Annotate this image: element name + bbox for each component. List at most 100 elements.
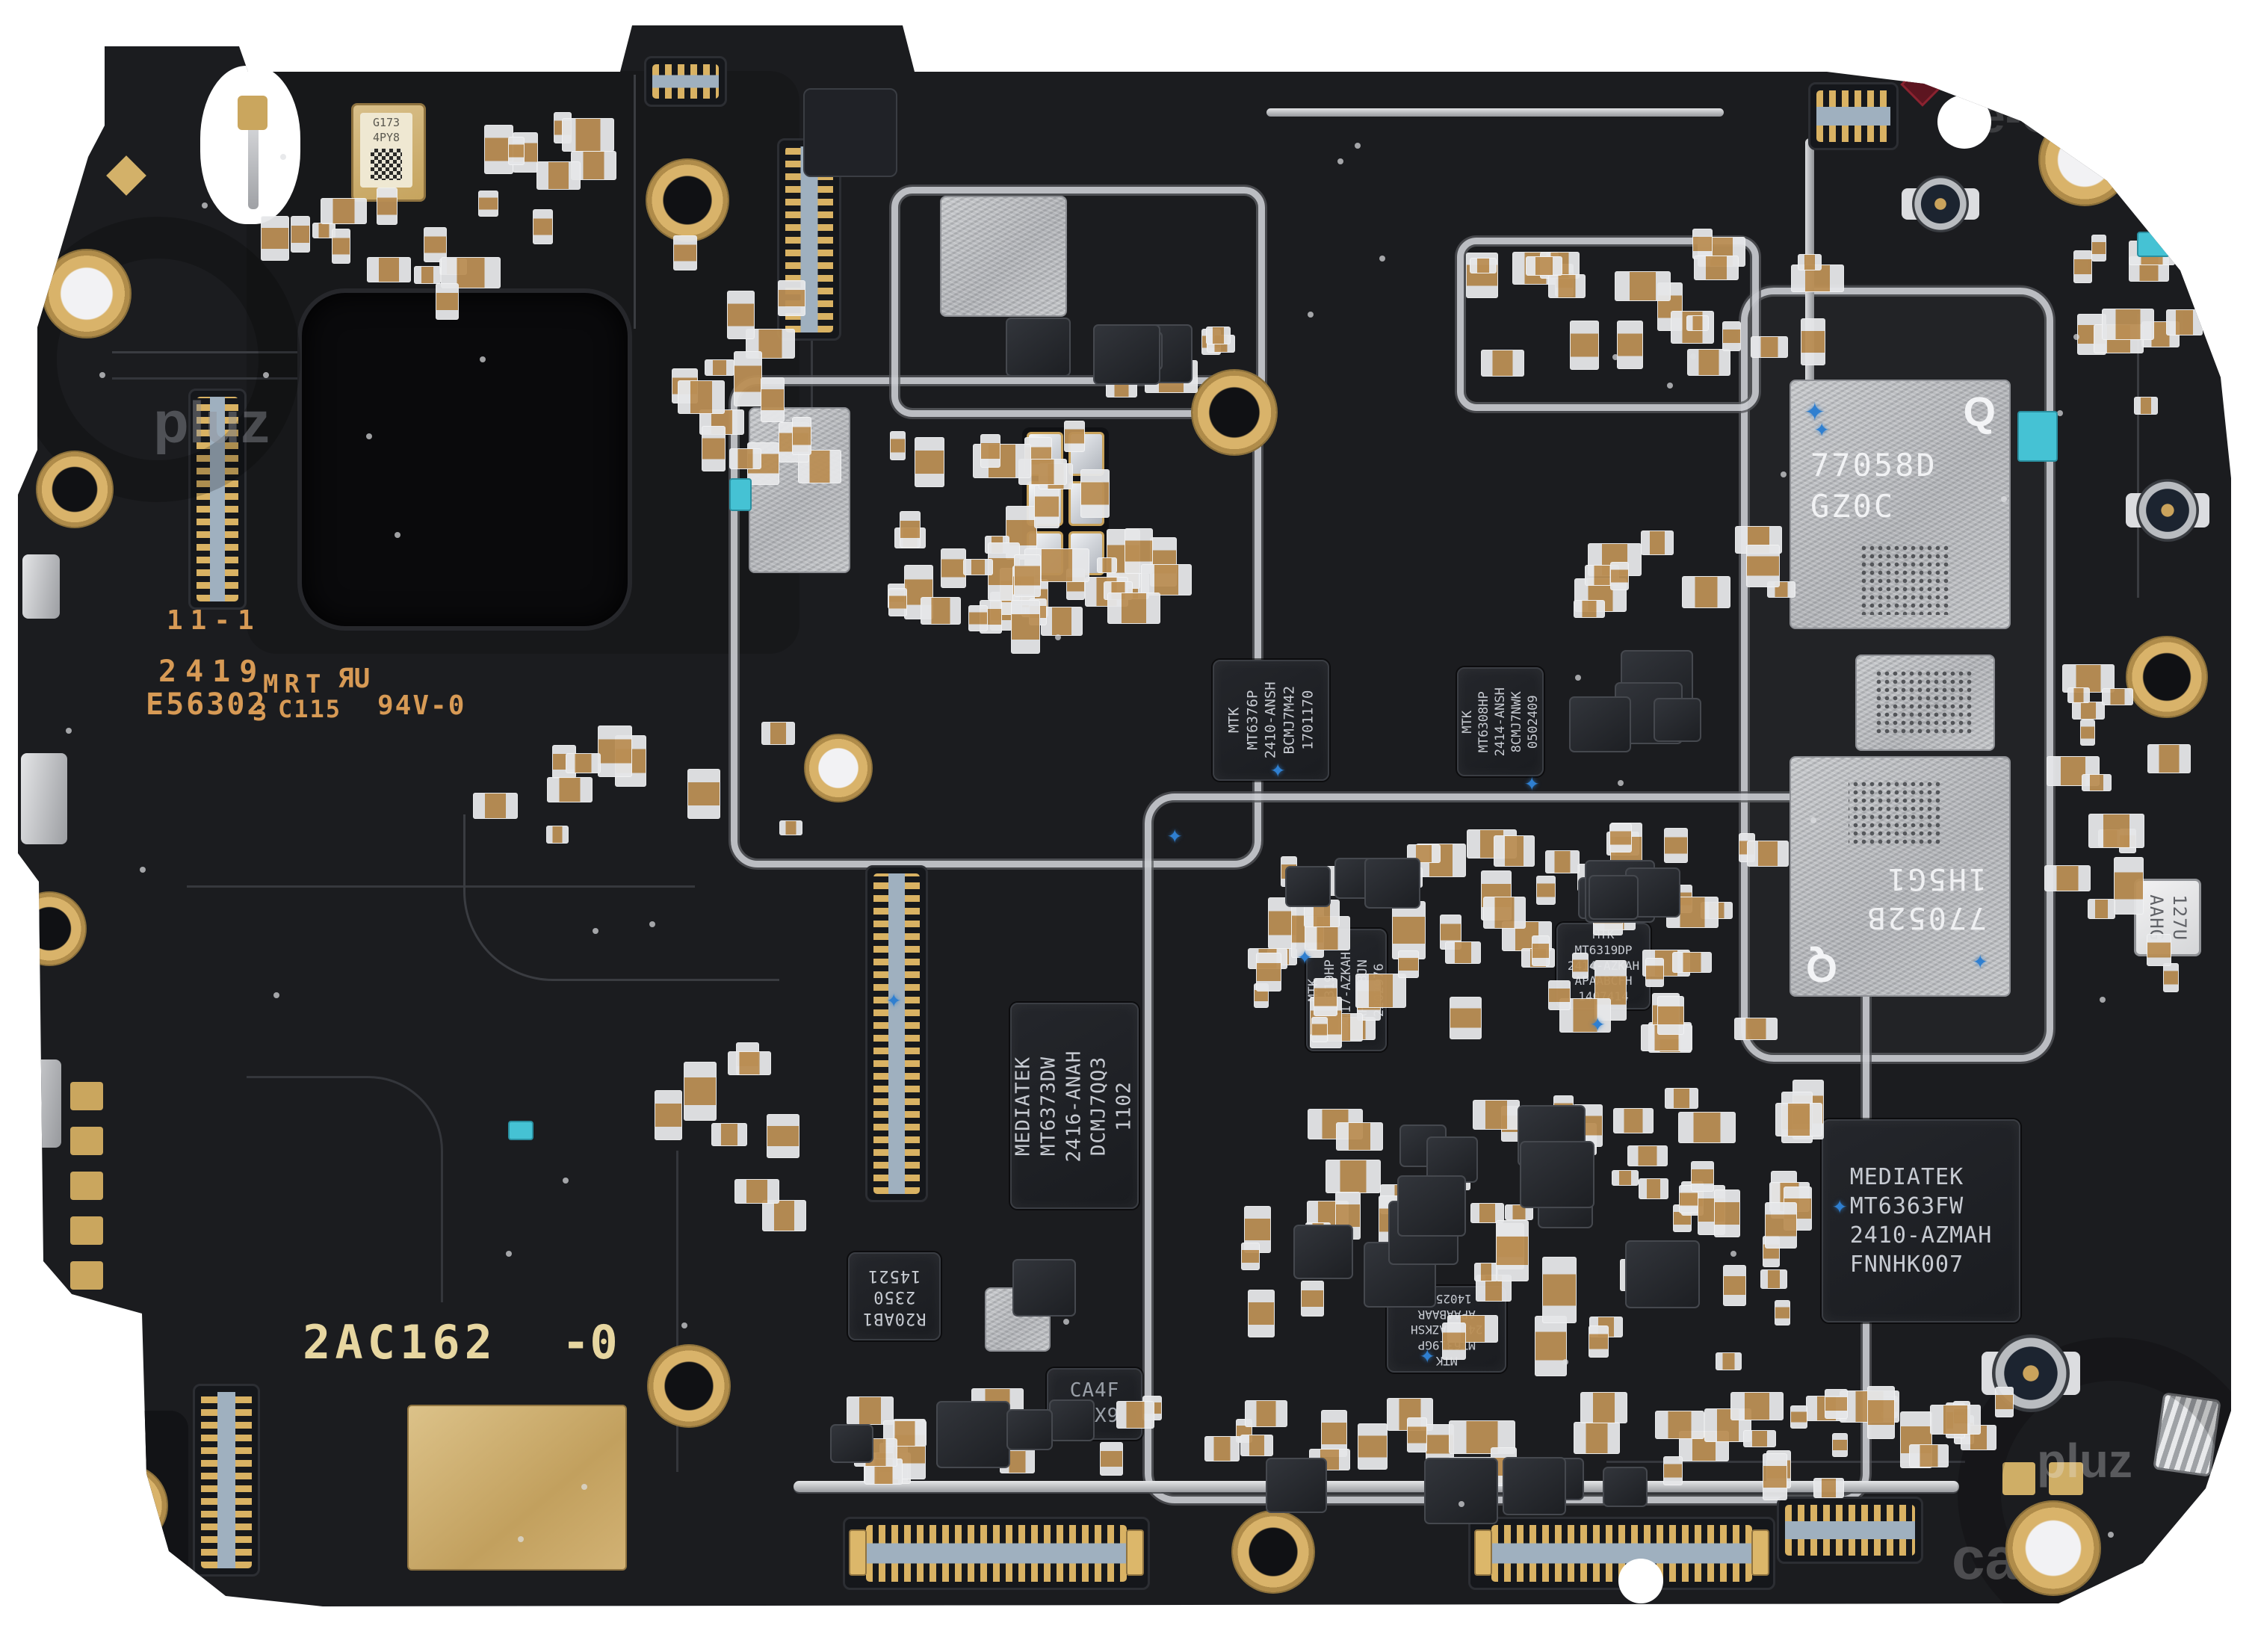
inductor-component	[1624, 1240, 1700, 1308]
via-dot	[1612, 353, 1618, 360]
via-dot	[681, 1322, 688, 1329]
connector-end-cap	[1126, 1529, 1144, 1576]
via-dot	[1810, 817, 1817, 824]
via-dot	[202, 202, 208, 209]
dark-ic	[803, 88, 897, 177]
passive-component	[779, 820, 802, 835]
passive-component	[1574, 1421, 1621, 1454]
passive-component	[1641, 530, 1674, 556]
passive-component	[1116, 1401, 1154, 1429]
via-dot	[273, 991, 279, 998]
shielded-ic	[940, 196, 1067, 317]
passive-component	[761, 722, 795, 746]
connector-end-cap	[1751, 1529, 1769, 1576]
passive-component	[321, 198, 368, 225]
passive-component	[1790, 1405, 1808, 1429]
silkscreen-panel-id: 11-1	[167, 605, 262, 636]
btb-connector-bottom-2	[1468, 1517, 1775, 1590]
inductor-component	[1005, 318, 1071, 377]
connector-pins	[1785, 1505, 1915, 1556]
passive-component	[1692, 229, 1713, 259]
cyan-component	[2017, 411, 2058, 462]
silkscreen-bottom-rev: -0	[562, 1315, 618, 1370]
passive-component	[1574, 600, 1605, 619]
screw-hole	[1231, 1510, 1315, 1594]
passive-component	[1813, 1478, 1844, 1498]
emi-shield-frame	[731, 377, 1261, 867]
solder-band	[1805, 138, 1814, 452]
connector-pins	[652, 64, 719, 99]
passive-component	[566, 753, 601, 774]
inductor-component	[1423, 1457, 1498, 1525]
via-dot	[1575, 674, 1582, 681]
passive-component	[332, 229, 351, 264]
passive-component	[1775, 1103, 1823, 1137]
passive-component	[1751, 336, 1789, 358]
passive-component	[777, 279, 805, 317]
passive-component	[1775, 1300, 1791, 1325]
via-dot	[2100, 997, 2106, 1003]
via-dot	[517, 1536, 524, 1543]
passive-component	[1011, 600, 1041, 654]
passive-component	[1831, 1433, 1849, 1458]
passive-component	[508, 136, 525, 166]
inductor-component	[1588, 874, 1639, 921]
passive-component	[1747, 840, 1790, 867]
passive-component	[1930, 1404, 1981, 1435]
passive-component	[1866, 1386, 1896, 1439]
passive-component	[980, 434, 1000, 468]
copper-trace	[187, 885, 695, 888]
via-dot	[99, 371, 106, 378]
chip-label: MTK MT6308HP 2414-ANSH 8CMJ7NWK 0502409	[1459, 687, 1541, 757]
passive-component	[1716, 1352, 1742, 1370]
passive-component	[1704, 1408, 1751, 1442]
coax-antenna-connector	[1912, 176, 1969, 232]
via-dot	[479, 356, 486, 363]
passive-component	[562, 118, 614, 152]
passive-component	[1240, 1434, 1273, 1456]
chip-label: 77052B 1H5G1	[1865, 861, 1988, 935]
inductor-component	[1293, 1225, 1353, 1279]
btb-connector-bottom-left	[193, 1384, 260, 1577]
inductor-component	[1006, 1409, 1053, 1451]
passive-component	[761, 377, 785, 422]
passive-component	[941, 548, 967, 588]
passive-component	[1722, 321, 1742, 352]
passive-component	[734, 1179, 780, 1204]
solder-pin	[248, 112, 259, 209]
screw-hole	[2038, 114, 2131, 206]
passive-component	[1693, 255, 1739, 281]
fiducial-mark-icon: ✦	[1590, 1008, 1606, 1038]
via-dot	[2107, 1531, 2114, 1538]
passive-component	[2067, 687, 2090, 704]
watermark-text: e-CO	[1979, 89, 2093, 143]
via-dot	[66, 728, 72, 734]
passive-component	[1204, 1436, 1240, 1462]
inductor-component	[1397, 1175, 1466, 1237]
passive-component	[290, 216, 310, 253]
via-dot	[563, 1177, 569, 1184]
passive-component	[1311, 1016, 1328, 1043]
via-dot	[263, 371, 270, 378]
fiducial-mark-icon: ✦	[1297, 941, 1313, 971]
passive-component	[1671, 952, 1713, 973]
rf-chip-qorvo-77058d: Q ✦ 77058D GZ0C	[1790, 380, 2011, 629]
passive-component	[2073, 250, 2093, 283]
inductor-component	[1266, 1458, 1327, 1514]
component-cluster	[69, 1411, 188, 1590]
rf-chip-qorvo-77052b: Q 77052B 1H5G1	[1790, 756, 2011, 997]
via-dot	[1308, 311, 1314, 318]
passive-component	[532, 209, 554, 244]
watermark-text: pluz	[153, 389, 270, 455]
via-dot	[2001, 495, 2008, 502]
connector-end-cap	[849, 1529, 867, 1576]
chip-label: R20AB1 2350 14521	[862, 1266, 927, 1328]
passive-component	[683, 1061, 717, 1122]
passive-component	[1536, 875, 1556, 906]
passive-component	[1686, 315, 1709, 332]
passive-component	[1723, 1264, 1746, 1306]
via-dot	[1354, 143, 1361, 149]
passive-component	[1336, 1122, 1383, 1151]
